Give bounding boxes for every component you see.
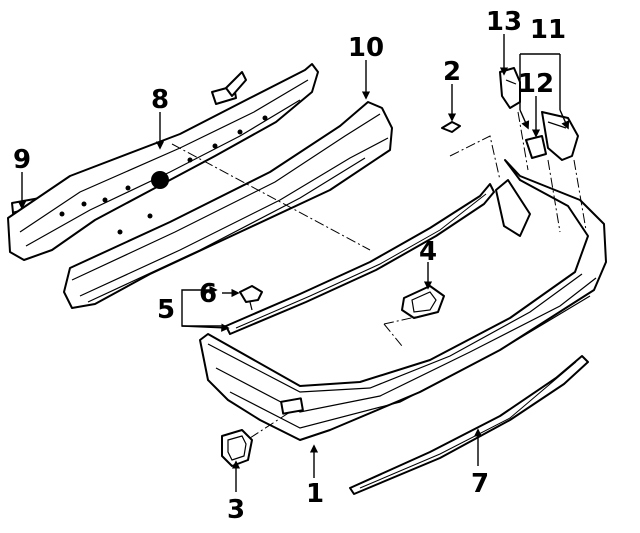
callout-13: 13 [486,7,522,37]
alignment-lines [171,111,587,439]
leader-lines [17,34,570,492]
callout-12: 12 [518,69,554,99]
callout-3: 3 [227,495,245,525]
callout-6: 6 [199,279,217,309]
callout-4: 4 [419,237,437,267]
callout-2: 2 [443,57,461,87]
part-3-reflector [221,429,253,467]
callout-5: 5 [157,295,175,325]
part-12-bracket [525,135,547,159]
part-11-bracket [541,111,579,161]
callout-11: 11 [530,15,566,45]
callout-7: 7 [471,469,489,499]
part-1-bumper-fascia [199,159,607,441]
part-5-molding-strip [225,183,495,335]
callout-10: 10 [348,33,384,63]
callout-8: 8 [151,85,169,115]
part-6-clip [239,285,263,311]
callout-9: 9 [13,145,31,175]
part-4-marker-light [401,285,445,319]
part-2-clip [441,121,461,133]
part-8-absorber [7,63,319,261]
part-10-bumper-cover [63,101,393,309]
callout-1: 1 [306,479,324,509]
